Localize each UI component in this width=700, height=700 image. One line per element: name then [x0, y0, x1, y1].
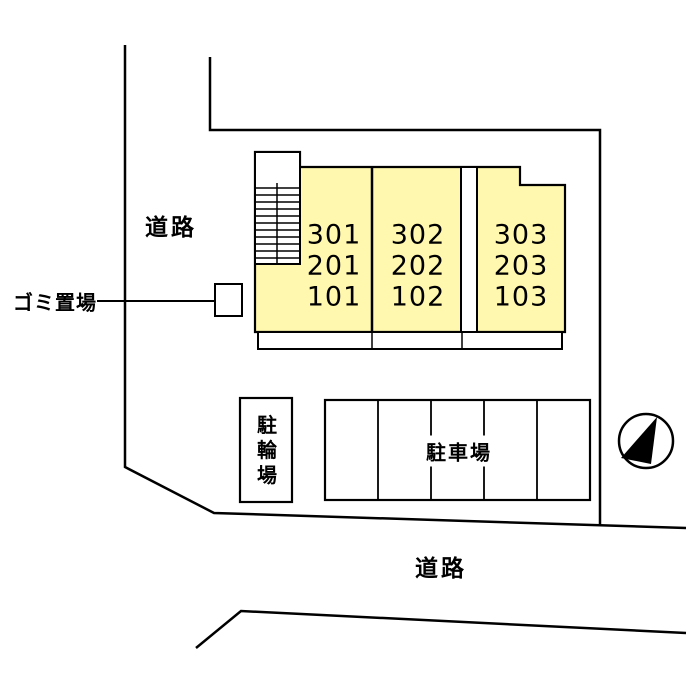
- property-boundary: [208, 57, 602, 526]
- room-number: 303: [493, 219, 549, 251]
- garbage-area-label: ゴミ置場: [13, 290, 97, 315]
- unit-column-1: 301 201 101: [307, 220, 362, 313]
- unit-column-2: 302 202 102: [391, 220, 446, 313]
- room-number: 101: [306, 281, 362, 313]
- stairs-icon: [254, 151, 301, 265]
- north-arrow-icon: [617, 412, 675, 470]
- room-number: 102: [390, 281, 446, 313]
- room-number: 302: [390, 219, 446, 251]
- room-number: 202: [390, 250, 446, 282]
- unit-column-3: 303 203 103: [494, 220, 549, 313]
- left-boundary-and-road-edge: [123, 45, 687, 530]
- road-bottom-edge: [195, 609, 687, 649]
- room-number: 201: [306, 250, 362, 282]
- bicycle-parking-box: [238, 396, 294, 504]
- room-number: 301: [306, 219, 362, 251]
- balcony-strip: [257, 331, 563, 350]
- road-bottom-label: 道路: [415, 556, 467, 582]
- room-number: 203: [493, 250, 549, 282]
- room-number: 103: [493, 281, 549, 313]
- corridor-gap: [460, 166, 478, 333]
- car-parking-label: 駐車場: [419, 435, 499, 467]
- road-left-label: 道路: [145, 215, 197, 241]
- bicycle-parking-label: 駐輪場: [253, 414, 278, 490]
- garbage-box: [214, 283, 243, 317]
